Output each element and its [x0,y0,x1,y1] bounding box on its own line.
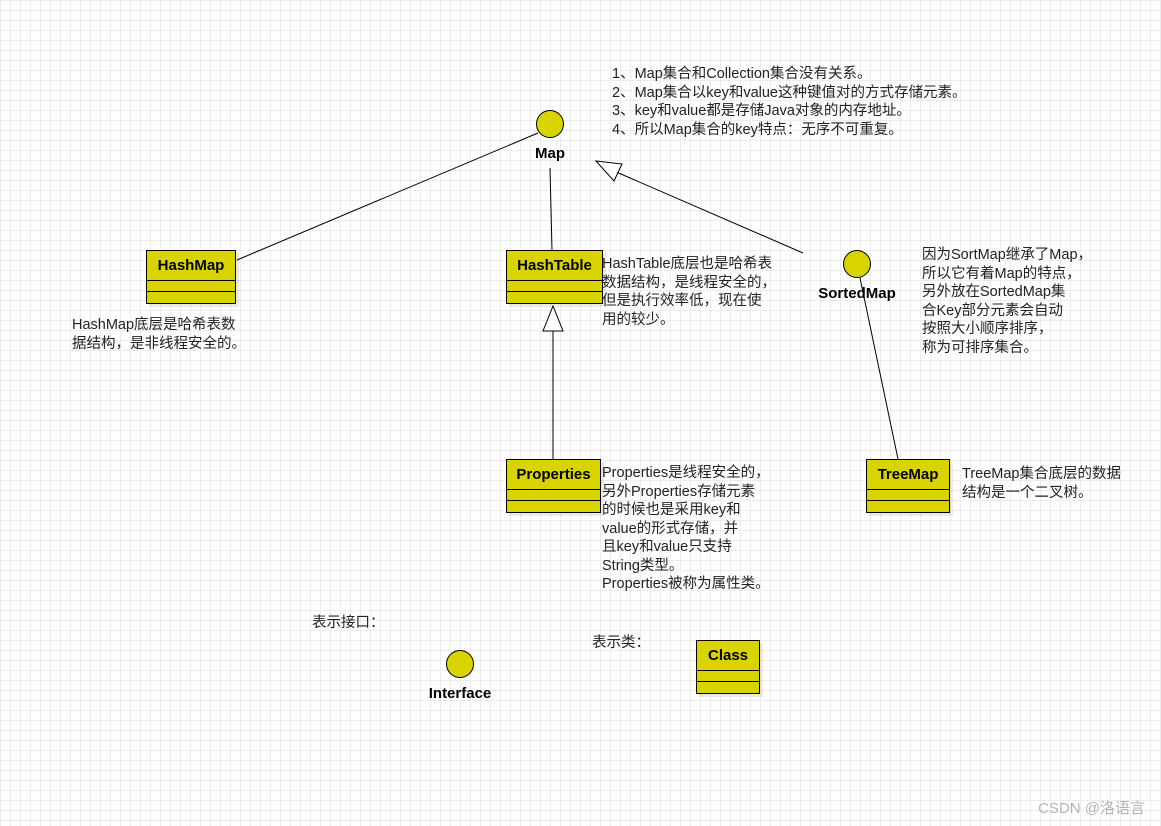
note-line: 的时候也是采用key和 [602,502,741,518]
note-line: 数据结构，是线程安全的， [602,274,776,291]
hashmap-description-note: HashMap底层是哈希表数 据结构，是非线程安全的。 [72,316,246,353]
note-line: 合Key部分元素会自动 [922,302,1063,319]
treemap-description-note: TreeMap集合底层的数据 结构是一个二叉树。 [962,465,1121,502]
properties-class-name: Properties [507,460,600,490]
map-interface-icon[interactable] [536,110,564,138]
properties-description-note: Properties是线程安全的， 另外Properties存储元素 的时候也是… [602,464,770,594]
legend-class-name: Class [697,641,759,671]
note-line: 据结构，是非线程安全的。 [72,335,246,352]
sortedmap-interface-label: SortedMap [818,285,896,302]
sortedmap-description-note: 因为SortMap继承了Map， 所以它有着Map的特点， 另外放在Sorted… [922,246,1092,357]
properties-attributes-section [507,490,600,501]
note-line: 称为可排序集合。 [922,339,1038,356]
hashmap-class-box[interactable]: HashMap [146,250,236,304]
edge-sortedmap-map [613,170,804,254]
map-description-note: 1、Map集合和Collection集合没有关系。 2、Map集合以key和va… [612,65,967,139]
note-line: 且key和value只支持 [602,539,732,555]
legend-interface-icon [446,650,474,678]
note-line: 所以它有着Map的特点， [922,265,1081,282]
edge-treemap-sortedmap [859,277,899,460]
hashtable-description-note: HashTable底层也是哈希表 数据结构，是线程安全的， 但是执行效率低，现在… [602,255,776,329]
note-line: 但是执行效率低，现在使 [602,293,762,309]
note-line: 4、所以Map集合的key特点：无序不可重复。 [612,121,903,138]
legend-class-attributes-section [697,671,759,682]
note-line: Properties是线程安全的， [602,465,770,481]
note-line: 另外Properties存储元素 [602,483,756,500]
legend-interface-label: Interface [428,685,492,702]
edge-hashmap-map [236,132,539,261]
treemap-class-name: TreeMap [867,460,949,490]
note-line: HashMap底层是哈希表数 [72,317,236,333]
map-interface-label: Map [535,145,565,162]
hashtable-attributes-section [507,281,602,292]
treemap-methods-section [867,501,949,512]
note-line: 因为SortMap继承了Map， [922,247,1093,263]
legend-interface-caption: 表示接口： [312,615,385,631]
treemap-class-box[interactable]: TreeMap [866,459,950,513]
note-line: 结构是一个二叉树。 [962,484,1093,501]
treemap-attributes-section [867,490,949,501]
note-line: HashTable底层也是哈希表 [602,256,773,272]
legend-class-caption: 表示类： [592,635,650,651]
note-line: value的形式存储，并 [602,520,739,537]
note-line: 另外放在SortedMap集 [922,284,1066,300]
csdn-watermark: CSDN @洛语言 [1038,800,1145,817]
note-line: 1、Map集合和Collection集合没有关系。 [612,66,872,82]
legend-class-methods-section [697,682,759,693]
properties-methods-section [507,501,600,512]
hashmap-methods-section [147,292,235,303]
note-line: 3、key和value都是存储Java对象的内存地址。 [612,103,911,119]
note-line: 用的较少。 [602,311,675,328]
note-line: 2、Map集合以key和value这种键值对的方式存储元素。 [612,84,967,101]
hashtable-class-name: HashTable [507,251,602,281]
hashtable-methods-section [507,292,602,303]
hashmap-class-name: HashMap [147,251,235,281]
hashmap-attributes-section [147,281,235,292]
legend-class-box: Class [696,640,760,694]
inheritance-arrow-hashtable [542,304,564,332]
note-line: TreeMap集合底层的数据 [962,466,1121,482]
sortedmap-interface-icon[interactable] [843,250,871,278]
hashtable-class-box[interactable]: HashTable [506,250,603,304]
note-line: String类型。 [602,557,684,574]
inheritance-arrow-map [594,160,623,182]
note-line: Properties被称为属性类。 [602,576,770,592]
edge-hashtable-map [549,167,553,251]
properties-class-box[interactable]: Properties [506,459,601,513]
note-line: 按照大小顺序排序， [922,321,1053,337]
